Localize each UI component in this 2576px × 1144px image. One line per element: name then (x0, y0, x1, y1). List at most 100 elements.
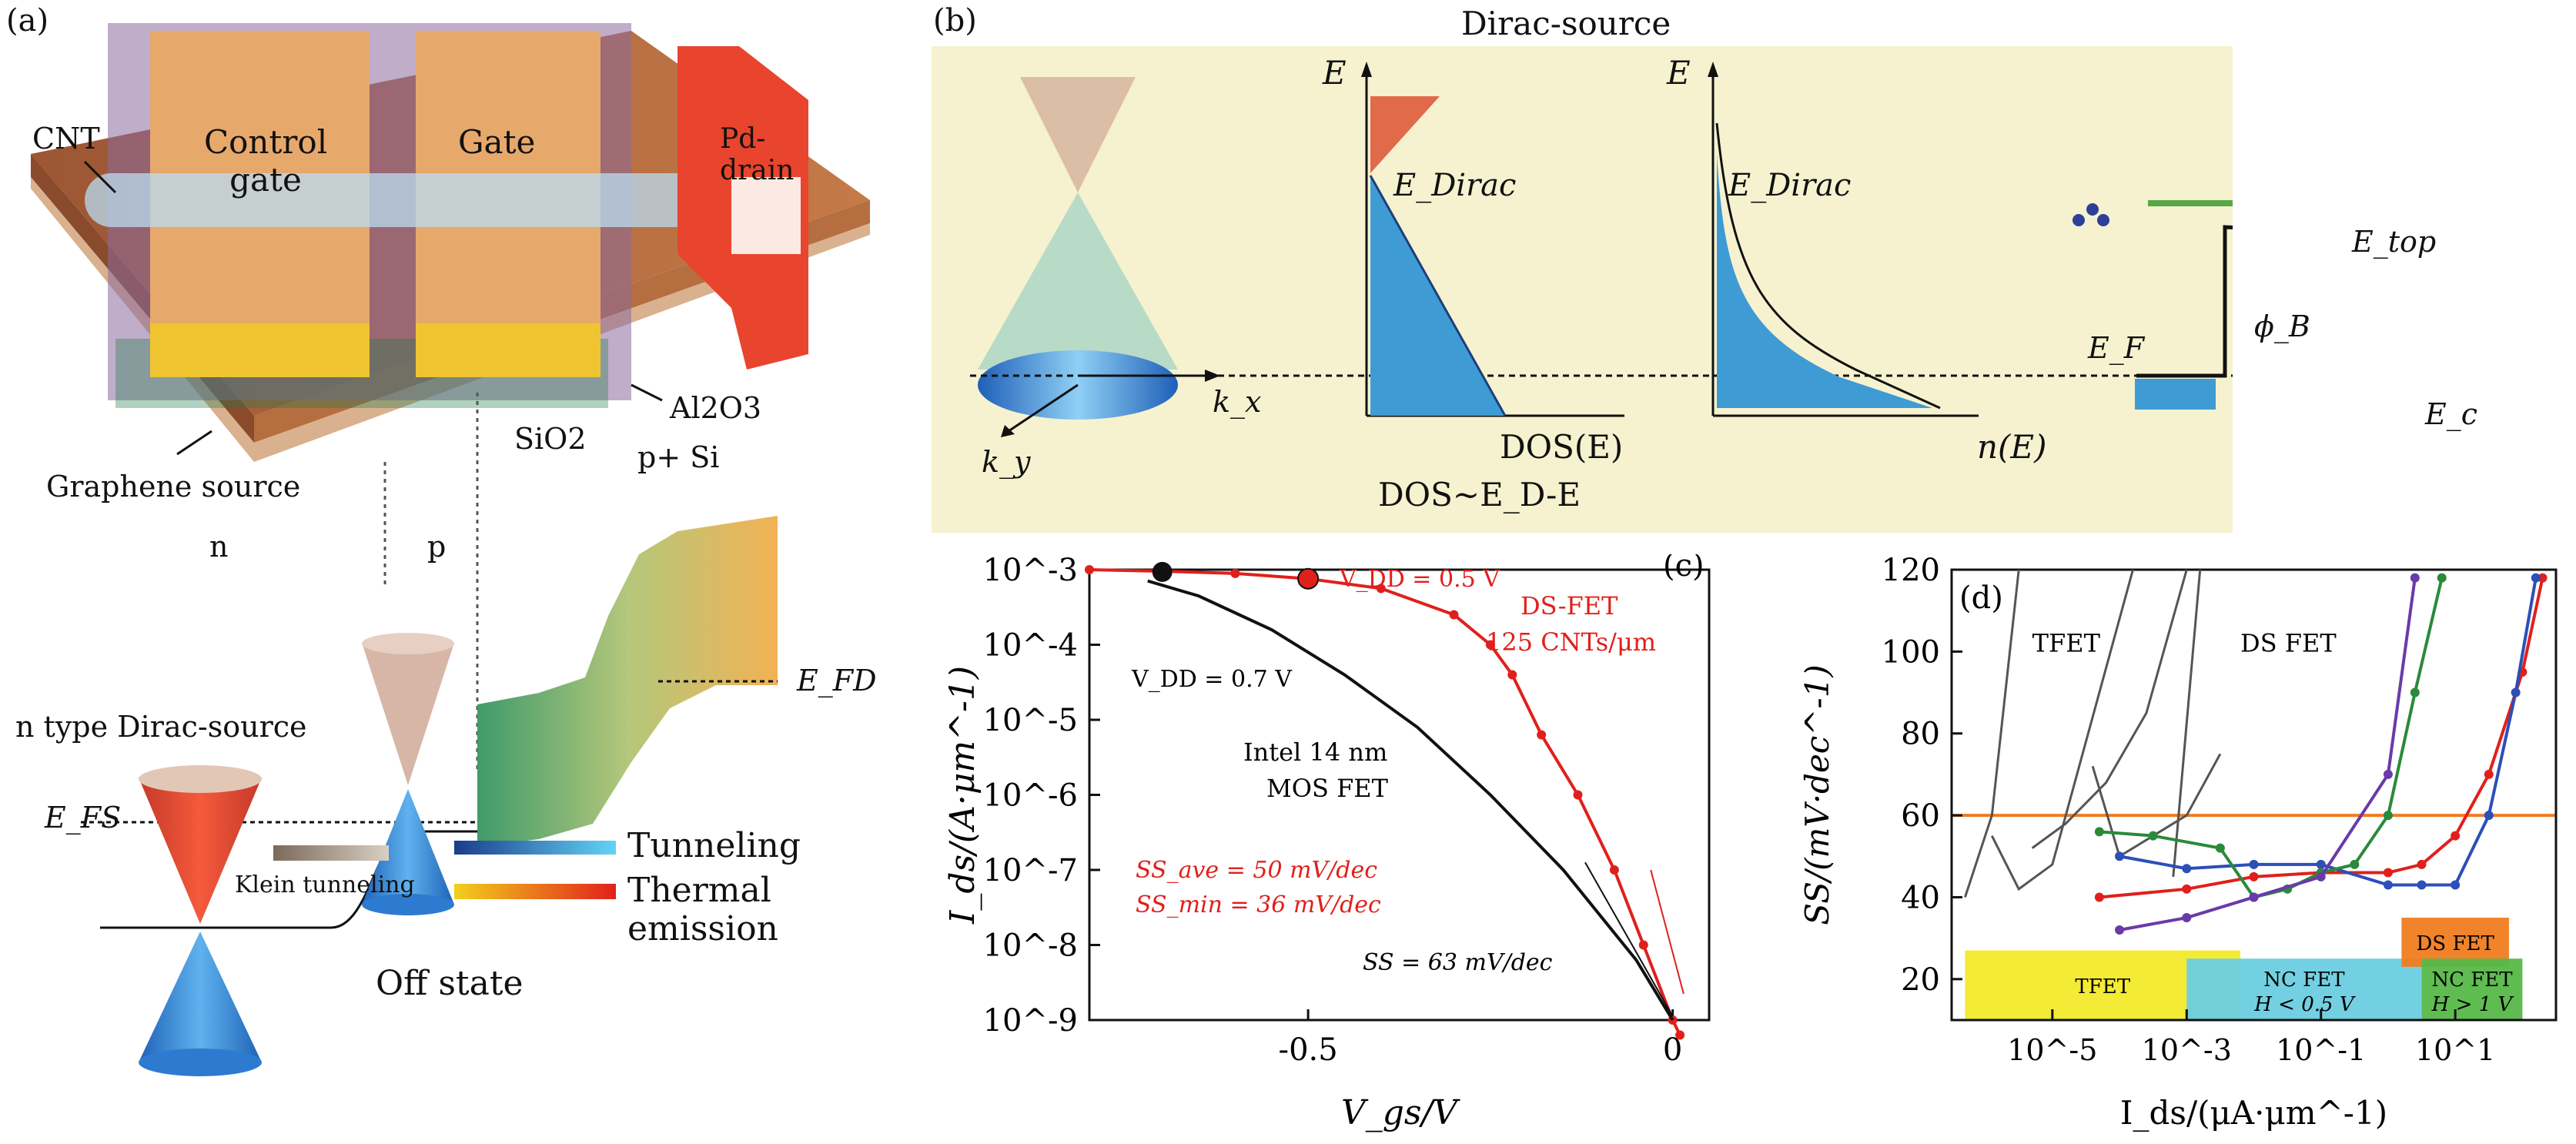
energy-band-region (477, 516, 778, 847)
ne-e-axis-label: E (1667, 54, 1691, 92)
chart-c-point (1609, 865, 1619, 875)
chart-d-reference-curve (2091, 753, 2222, 858)
thermal-emission-label: Thermal emission (627, 871, 778, 948)
efd-label: E_FD (797, 664, 877, 697)
device-schematic (31, 23, 870, 1076)
chart-d-xtick-label: 10^1 (2415, 1033, 2495, 1067)
chart-d-panel-letter: (d) (1959, 580, 2003, 616)
upper-dirac-cone (1020, 77, 1136, 192)
chart-d-point (2115, 851, 2125, 861)
phib-label: ϕ_B (2254, 309, 2310, 343)
panel-b-background (932, 46, 2233, 533)
chart-d-dsfet-label: DS FET (2240, 628, 2337, 657)
chart-d-point (2182, 913, 2192, 923)
chart-d-ytick-label: 100 (1882, 634, 1940, 670)
chart-d-point (2094, 892, 2104, 902)
chart-c-ytick-label: 10^-9 (983, 1003, 1078, 1039)
chart-d-point (2531, 573, 2541, 583)
chart-d-region-sublabel: H > 1 V (2431, 993, 2514, 1016)
source-lower-cone (139, 932, 262, 1062)
chart-c-point (1675, 1030, 1685, 1040)
chart-c-intel2-label: MOS FET (1266, 774, 1389, 803)
chart-c-series-line (1147, 579, 1674, 1022)
chart-d-point (2410, 687, 2420, 697)
chart-c-ss63-slope (1584, 861, 1674, 1017)
chart-d-region-label: NC FET (2263, 968, 2345, 992)
dos-x-label: DOS(E) (1500, 428, 1624, 466)
chart-d-series-line (2099, 577, 2444, 899)
etop-label: E_top (2352, 225, 2437, 259)
tunneling-label: Tunneling (627, 826, 801, 865)
chart-d-point (2316, 859, 2326, 869)
cnt-label: CNT (32, 122, 100, 156)
chart-c-series-line (1089, 568, 1681, 1036)
kx-label: k_x (1213, 385, 1262, 419)
chart-d-point (2249, 859, 2259, 869)
chart-d-point (2350, 859, 2360, 869)
chart-c-point (1230, 568, 1240, 578)
chart-d-ytick-label: 20 (1901, 962, 1940, 998)
chart-c-ytick-label: 10^-7 (983, 853, 1078, 888)
etop-band (2148, 200, 2233, 206)
chart-d-ytick-label: 120 (1882, 554, 1940, 588)
chart-d-point (2249, 892, 2259, 902)
chart-d-region (2186, 958, 2422, 1020)
dos-edirac-label: E_Dirac (1393, 168, 1517, 203)
chart-d-point (2383, 811, 2393, 821)
ne-edirac-label: E_Dirac (1728, 168, 1852, 203)
chart-c-ssmin-label: SS_min = 36 mV/dec (1136, 891, 1381, 918)
control-gate-contact (150, 323, 370, 377)
pd-drain-label: Pd-drain (720, 123, 795, 186)
chart-c-point (1537, 730, 1547, 740)
chart-c-point (1507, 670, 1517, 680)
panel-b-letter: (b) (933, 3, 977, 38)
chart-d-xlabel: I_ds/(μA·μm^-1) (2120, 1094, 2387, 1132)
source-cone-top (139, 765, 262, 793)
chart-d-ytick-label: 80 (1901, 717, 1940, 752)
dos-e-axis-label: E (1323, 54, 1347, 92)
chart-d-point (2484, 811, 2494, 821)
chart-d-reference-curve (1964, 569, 2020, 898)
chart-d-point (2182, 864, 2192, 874)
chart-d-point (2511, 687, 2521, 697)
klein-tunneling-label: Klein tunneling (235, 871, 415, 898)
chart-d-point (2249, 871, 2259, 881)
chart-d-point (2383, 769, 2393, 779)
lower-dirac-cone (978, 192, 1178, 370)
ne-filled-region (1717, 154, 1932, 408)
panel-b-title: Dirac-source (1461, 5, 1671, 42)
tunneling-bar (454, 841, 616, 855)
chart-d-region (2421, 958, 2523, 1020)
cnt-arrow (83, 160, 117, 194)
n-type-dirac-source-label: n type Dirac-source (15, 710, 307, 744)
ec-label: E_c (2425, 397, 2478, 431)
chart-d-tfet-label: TFET (2032, 628, 2101, 657)
chart-c-panel-letter: (c) (1663, 554, 1705, 584)
chart-d-point (2215, 843, 2225, 853)
chart-c-ssave-label: SS_ave = 50 mV/dec (1136, 857, 1377, 884)
p-si-label: p+ Si (637, 440, 720, 474)
chart-c-ytick-label: 10^-6 (983, 778, 1078, 814)
source-upper-cone (139, 778, 262, 924)
chart-c-ytick-label: 10^-4 (983, 628, 1078, 664)
chart-d-point (2484, 769, 2494, 779)
dos-empty-region (1370, 96, 1440, 173)
chart-d-xtick-label: 10^-3 (2142, 1033, 2232, 1067)
ne-x-label: n(E) (1977, 428, 2047, 466)
chart-c-ytick-label: 10^-5 (983, 703, 1078, 738)
chart-c-ytick-label: 10^-3 (983, 554, 1078, 588)
dirac-source-diagram (932, 46, 2233, 533)
chart-d-point (2094, 827, 2104, 837)
al2o3-arrow (631, 383, 663, 402)
chart-c-point (1449, 610, 1459, 620)
chart-d-xtick-label: 10^-1 (2276, 1033, 2366, 1067)
chart-d-xtick-label: 10^-5 (2007, 1033, 2097, 1067)
gate-label: Gate (458, 123, 536, 161)
sio2-label: SiO2 (514, 422, 587, 456)
chart-c-ids-vs-vgs: (c)10^-310^-410^-510^-610^-710^-810^-9-0… (943, 554, 1711, 1132)
chart-d-point (2451, 880, 2461, 890)
chart-d-region-label: NC FET (2431, 968, 2513, 992)
chart-d-region-label: TFET (2075, 975, 2130, 998)
off-state-label: Off state (376, 964, 524, 1003)
chart-d-point (2383, 868, 2393, 878)
